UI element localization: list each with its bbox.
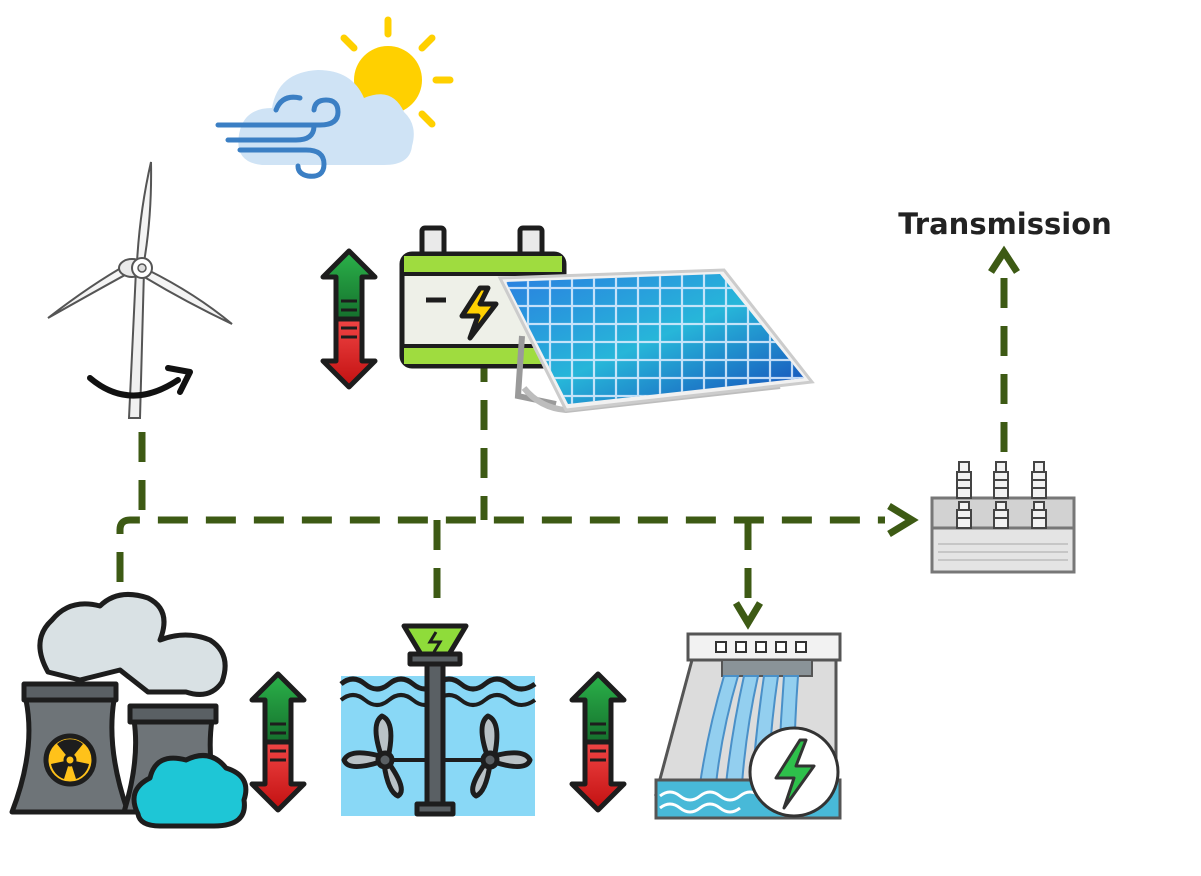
- steam-cloud-icon: [37, 591, 228, 697]
- arrowhead-to-hydro: [732, 601, 764, 630]
- wind-turbine-icon: [47, 161, 233, 419]
- transformer-icon: [930, 461, 1076, 574]
- bidirectional-arrow-icon: [323, 251, 375, 387]
- flow-line-main-bus: [116, 516, 885, 582]
- nuclear-plant-icon: [9, 591, 249, 829]
- arrowhead-to-transformer: [887, 503, 919, 537]
- tidal-turbine-icon: [339, 623, 537, 817]
- solar-panel-icon: [497, 268, 815, 414]
- hydro-dam-icon: [654, 632, 842, 820]
- wind-lines-icon: [215, 94, 341, 179]
- bidirectional-arrow-icon: [252, 674, 304, 810]
- transmission-label: Transmission: [898, 207, 1112, 241]
- sun-cloud-wind-icon: [215, 16, 454, 179]
- flow-lines: [116, 245, 1020, 630]
- rotation-arrow-icon: [87, 375, 181, 399]
- arrowhead-transmission: [988, 245, 1020, 274]
- bidirectional-arrow-icon: [572, 674, 624, 810]
